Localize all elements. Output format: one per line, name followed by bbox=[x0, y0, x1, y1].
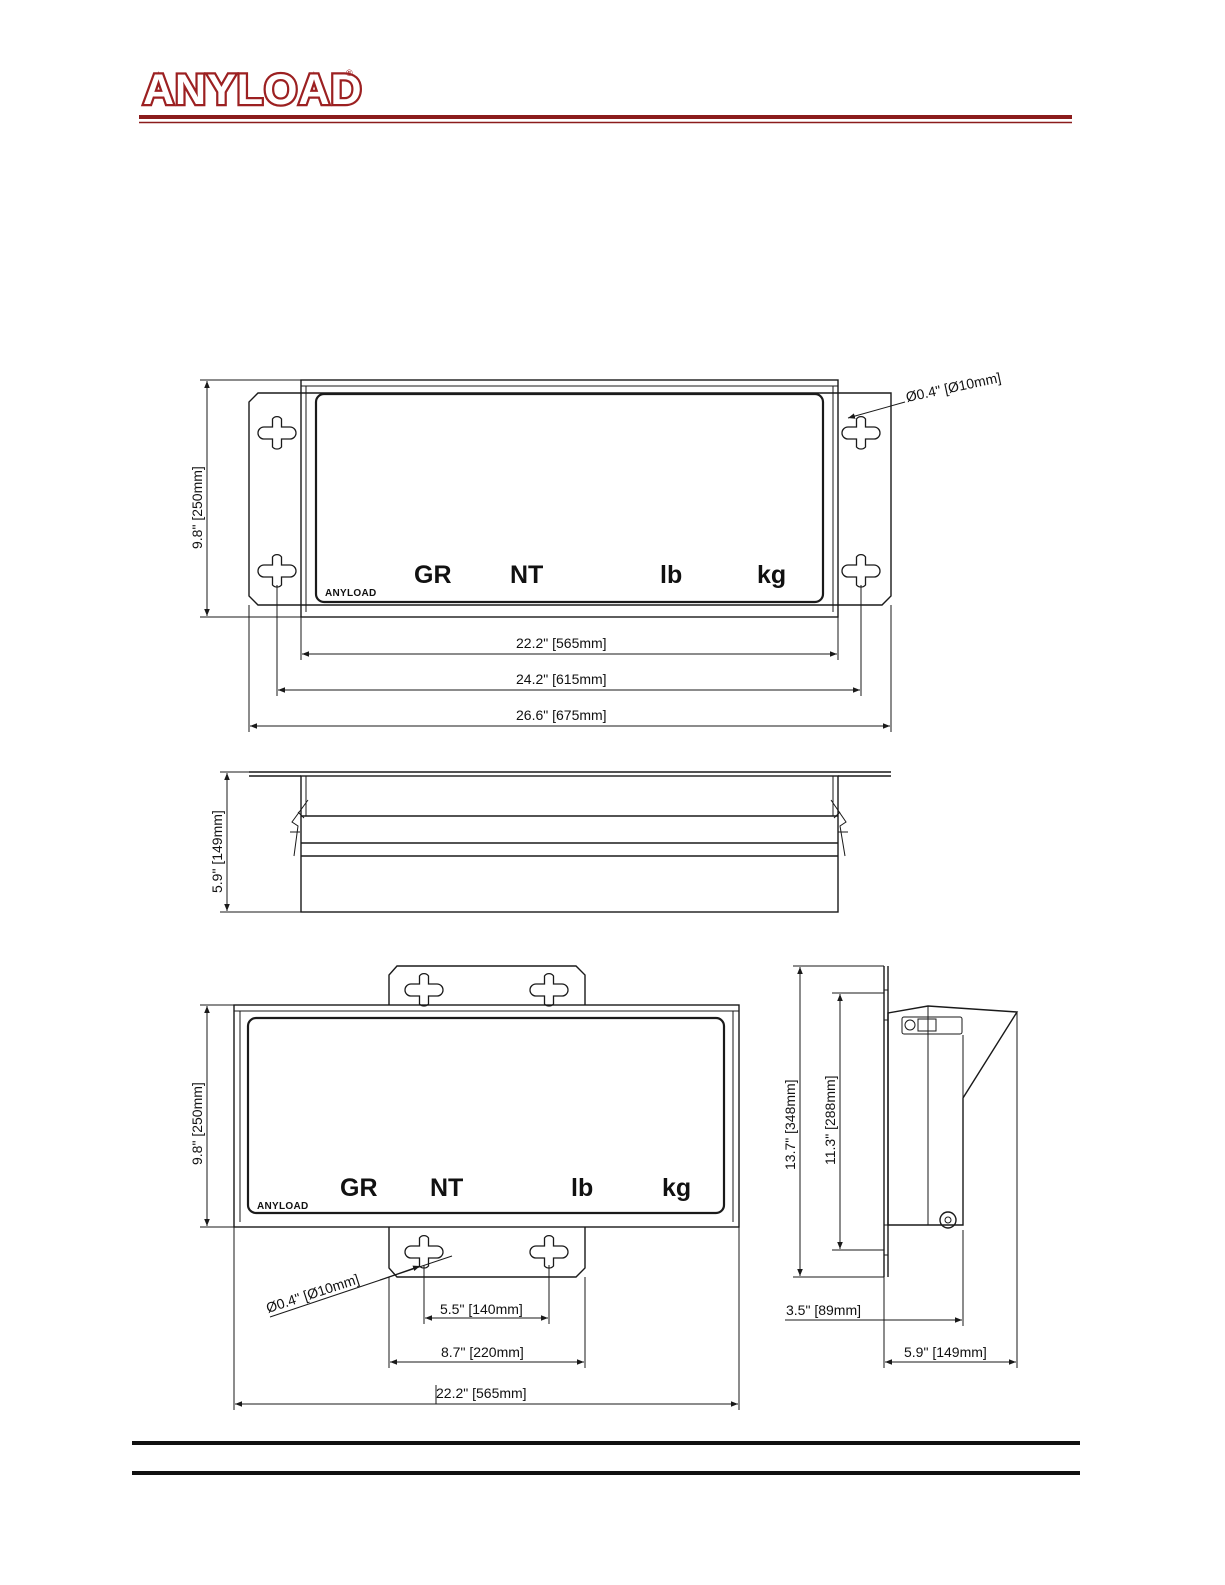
latch-right bbox=[831, 800, 848, 856]
dim-hole-spacing: 5.5" [140mm] bbox=[440, 1301, 523, 1317]
dim-hole-span: 11.3" [288mm] bbox=[822, 1075, 838, 1165]
top-view: 5.9" [149mm] bbox=[209, 772, 891, 912]
keyhole-icon bbox=[842, 417, 880, 449]
annunciator-net: NT bbox=[430, 1174, 463, 1202]
logo: ANYLOAD bbox=[143, 66, 363, 114]
registered-mark: ® bbox=[346, 68, 353, 78]
annunciator-lb: lb bbox=[660, 561, 682, 589]
dim-height: 9.8" [250mm] bbox=[189, 466, 205, 549]
dim-bracket-offset: 3.5" [89mm] bbox=[786, 1302, 861, 1318]
dim-height: 9.8" [250mm] bbox=[189, 1082, 205, 1165]
header: ANYLOAD ® bbox=[139, 66, 1072, 123]
footer bbox=[132, 1443, 1080, 1473]
dim-depth-side: 5.9" [149mm] bbox=[904, 1344, 987, 1360]
dim-depth-top: 5.9" [149mm] bbox=[209, 810, 225, 893]
dim-width-holes: 24.2" [615mm] bbox=[516, 671, 607, 687]
annunciator-gross: GR bbox=[414, 561, 452, 589]
keyhole-icon bbox=[405, 1236, 443, 1268]
front-view-stand-mount: GR NT lb kg ANYLOAD 9.8" [250mm] Ø0.4" [… bbox=[189, 966, 739, 1410]
side-housing bbox=[888, 1006, 1017, 1225]
display-window bbox=[316, 394, 823, 602]
annunciator-lb: lb bbox=[571, 1174, 593, 1202]
dim-hole: Ø0.4" [Ø10mm] bbox=[904, 369, 1002, 405]
bezel-brand: ANYLOAD bbox=[325, 588, 377, 599]
keyhole-icon bbox=[842, 555, 880, 587]
dim-width-body: 22.2" [565mm] bbox=[436, 1385, 527, 1401]
dim-bracket-width: 8.7" [220mm] bbox=[441, 1344, 524, 1360]
housing-top bbox=[301, 776, 838, 912]
keyhole-icon bbox=[530, 974, 568, 1006]
display-window bbox=[248, 1018, 724, 1213]
keyhole-icon bbox=[258, 417, 296, 449]
bracket-top bbox=[389, 966, 585, 1005]
annunciator-kg: kg bbox=[757, 561, 786, 589]
dim-width-body: 22.2" [565mm] bbox=[516, 635, 607, 651]
annunciator-gross: GR bbox=[340, 1174, 378, 1202]
latch-left bbox=[290, 800, 308, 856]
annunciator-net: NT bbox=[510, 561, 543, 589]
keyhole-icon bbox=[258, 555, 296, 587]
dim-overall-height: 13.7" [348mm] bbox=[782, 1079, 798, 1170]
front-view-wall-mount: GR NT lb kg ANYLOAD 9.8" [250mm] Ø0.4" [… bbox=[189, 369, 1002, 732]
keyhole-icon bbox=[405, 974, 443, 1006]
annunciator-kg: kg bbox=[662, 1174, 691, 1202]
keyhole-icon bbox=[530, 1236, 568, 1268]
bezel-brand: ANYLOAD bbox=[257, 1201, 309, 1212]
dim-width-overall: 26.6" [675mm] bbox=[516, 707, 607, 723]
mounting-plate bbox=[249, 393, 891, 605]
bracket-bottom bbox=[389, 1227, 585, 1277]
side-view: 13.7" [348mm] 11.3" [288mm] 3.5" [89mm] … bbox=[782, 966, 1017, 1368]
dim-hole: Ø0.4" [Ø10mm] bbox=[264, 1271, 361, 1316]
